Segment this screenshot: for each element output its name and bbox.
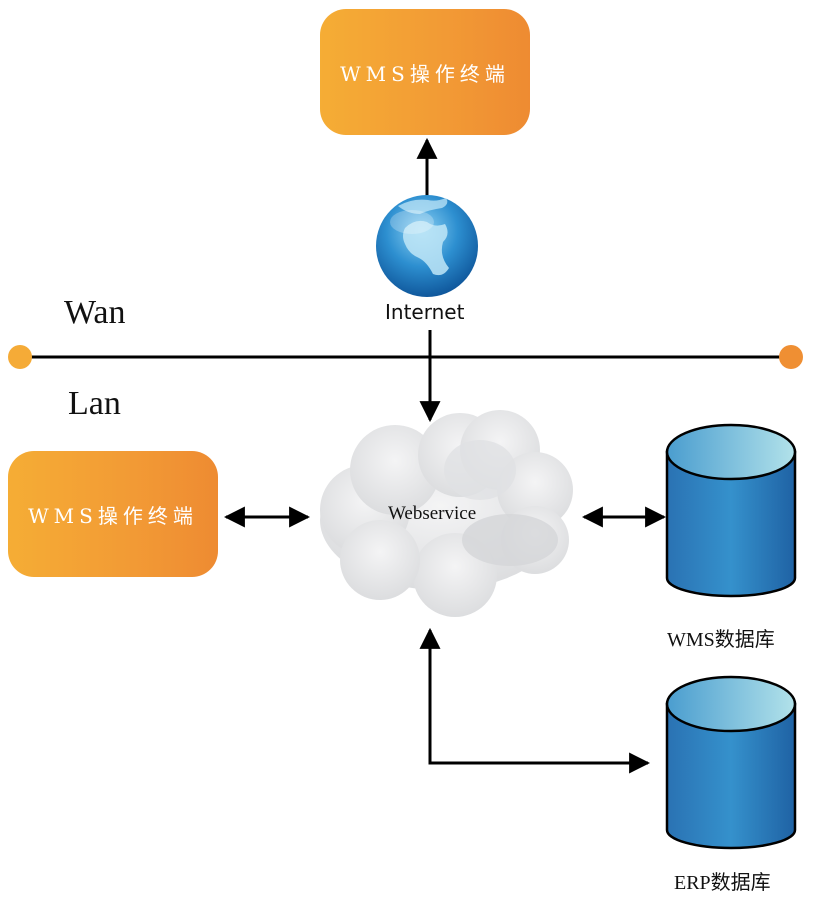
erp-db-label: ERP数据库 [674, 872, 771, 894]
boundary-endpoint-right [779, 345, 803, 369]
webservice-label: Webservice [388, 503, 477, 524]
wan-label: Wan [64, 294, 126, 331]
wms-db-label: WMS数据库 [667, 629, 775, 651]
remote-terminal-node: WMS操作终端 [320, 9, 530, 135]
lan-label: Lan [68, 385, 121, 422]
internet-label: Internet [385, 300, 465, 324]
cloud-icon [320, 410, 573, 617]
globe-icon [376, 195, 478, 297]
local-terminal-node: WMS操作终端 [8, 451, 218, 577]
remote-terminal-label: WMS操作终端 [340, 61, 510, 86]
database-icon-erp [665, 675, 797, 850]
boundary-endpoint-left [8, 345, 32, 369]
database-icon-wms [665, 423, 797, 598]
local-terminal-label: WMS操作终端 [28, 503, 198, 528]
edge-webservice-erp-db [419, 627, 651, 774]
